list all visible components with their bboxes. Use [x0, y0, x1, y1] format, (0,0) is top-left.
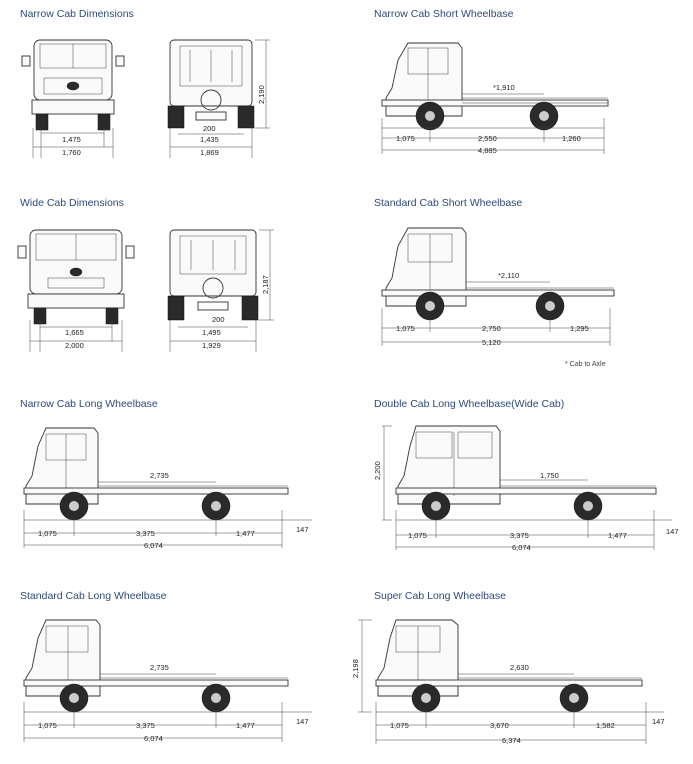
super-cab-long-drawing: 2,630 2,198 1,075 3,670 1,582 147 6,374: [351, 619, 665, 745]
front-view-narrow: [21, 39, 125, 131]
standard-short-front-overhang: 1,075: [396, 324, 415, 333]
standard-short-rear-overhang: 1,295: [570, 324, 589, 333]
wide-cab-dimensions-drawing: 1,665 2,000 2,187 200 1,495 1,929: [17, 229, 274, 352]
narrow-rear-width: 1,869: [200, 148, 219, 157]
narrow-cab-dimensions-drawing: 1,475 1,760 2,190 200 1,435 1,869: [21, 39, 270, 158]
super-long-rear-step: 147: [652, 717, 665, 726]
narrow-long-rear-step: 147: [296, 525, 309, 534]
section-title-narrow-cab-long: Narrow Cab Long Wheelbase: [20, 398, 158, 410]
super-long-cab-height: 2,198: [351, 659, 360, 678]
rear-view-wide: [167, 229, 259, 321]
section-title-narrow-cab-dimensions: Narrow Cab Dimensions: [20, 8, 134, 20]
standard-short-wheelbase: 2,750: [482, 324, 501, 333]
standard-long-wheelbase: 3,375: [136, 721, 155, 730]
double-long-cab-height: 2,200: [373, 461, 382, 480]
narrow-long-wheelbase: 3,375: [136, 529, 155, 538]
narrow-long-rear-overhang: 1,477: [236, 529, 255, 538]
standard-cab-long-drawing: 2,735 1,075 3,375 1,477 147 6,074: [23, 619, 312, 743]
double-long-cab-to-axle: 1,750: [540, 471, 559, 480]
wide-rear-width: 1,929: [202, 341, 221, 350]
double-long-wheelbase: 3,375: [510, 531, 529, 540]
cab-to-axle-note: * Cab to Axle: [565, 361, 606, 368]
standard-long-cab-to-axle: 2,735: [150, 663, 169, 672]
super-long-cab-to-axle: 2,630: [510, 663, 529, 672]
narrow-short-cab-to-axle: *1,910: [493, 83, 515, 92]
section-title-super-cab-long: Super Cab Long Wheelbase: [374, 590, 506, 602]
super-long-total-length: 6,374: [502, 736, 521, 745]
super-long-wheelbase: 3,670: [490, 721, 509, 730]
narrow-long-front-overhang: 1,075: [38, 529, 57, 538]
section-title-narrow-cab-short: Narrow Cab Short Wheelbase: [374, 8, 514, 20]
narrow-short-total-length: 4,885: [478, 146, 497, 155]
narrow-cab-long-drawing: 2,735 1,075 3,375 1,477 147 6,074: [23, 427, 312, 550]
narrow-rear-track: 1,435: [200, 135, 219, 144]
standard-long-total-length: 6,074: [144, 734, 163, 743]
wide-front-width-outer: 2,000: [65, 341, 84, 350]
super-long-front-overhang: 1,075: [390, 721, 409, 730]
double-long-front-overhang: 1,075: [408, 531, 427, 540]
section-title-wide-cab-dimensions: Wide Cab Dimensions: [20, 197, 124, 209]
double-long-rear-step: 147: [666, 527, 679, 536]
double-cab-long-drawing: 1,750 2,200 1,075 3,375 1,477 147 6,074: [373, 425, 679, 552]
wide-front-width-inner: 1,665: [65, 328, 84, 337]
narrow-short-rear-overhang: 1,260: [562, 134, 581, 143]
standard-short-total-length: 5,120: [482, 338, 501, 347]
narrow-front-width-inner: 1,475: [62, 135, 81, 144]
front-view-wide: [17, 229, 135, 325]
wide-rear-ground-clearance: 200: [212, 315, 225, 324]
standard-cab-short-drawing: *2,110 1,075 2,750 1,295 5,120: [381, 227, 615, 347]
wide-rear-track: 1,495: [202, 328, 221, 337]
narrow-rear-ground-clearance: 200: [203, 124, 216, 133]
rear-view-narrow: [167, 39, 255, 129]
section-title-standard-cab-short: Standard Cab Short Wheelbase: [374, 197, 523, 209]
standard-short-cab-to-axle: *2,110: [498, 271, 519, 280]
standard-long-rear-overhang: 1,477: [236, 721, 255, 730]
narrow-front-width-outer: 1,760: [62, 148, 81, 157]
narrow-short-wheelbase: 2,550: [478, 134, 497, 143]
double-long-total-length: 6,074: [512, 543, 531, 552]
narrow-long-total-length: 6,074: [144, 541, 163, 550]
standard-long-rear-step: 147: [296, 717, 309, 726]
section-title-double-cab-long: Double Cab Long Wheelbase(Wide Cab): [374, 398, 565, 410]
double-long-rear-overhang: 1,477: [608, 531, 627, 540]
narrow-short-front-overhang: 1,075: [396, 134, 415, 143]
narrow-long-cab-to-axle: 2,735: [150, 471, 169, 480]
standard-long-front-overhang: 1,075: [38, 721, 57, 730]
super-long-rear-overhang: 1,582: [596, 721, 615, 730]
wide-cab-height: 2,187: [261, 275, 270, 294]
section-title-standard-cab-long: Standard Cab Long Wheelbase: [20, 590, 167, 602]
narrow-cab-height: 2,190: [257, 85, 266, 104]
narrow-cab-short-drawing: *1,910 1,075 2,550 1,260 4,885: [381, 42, 609, 155]
